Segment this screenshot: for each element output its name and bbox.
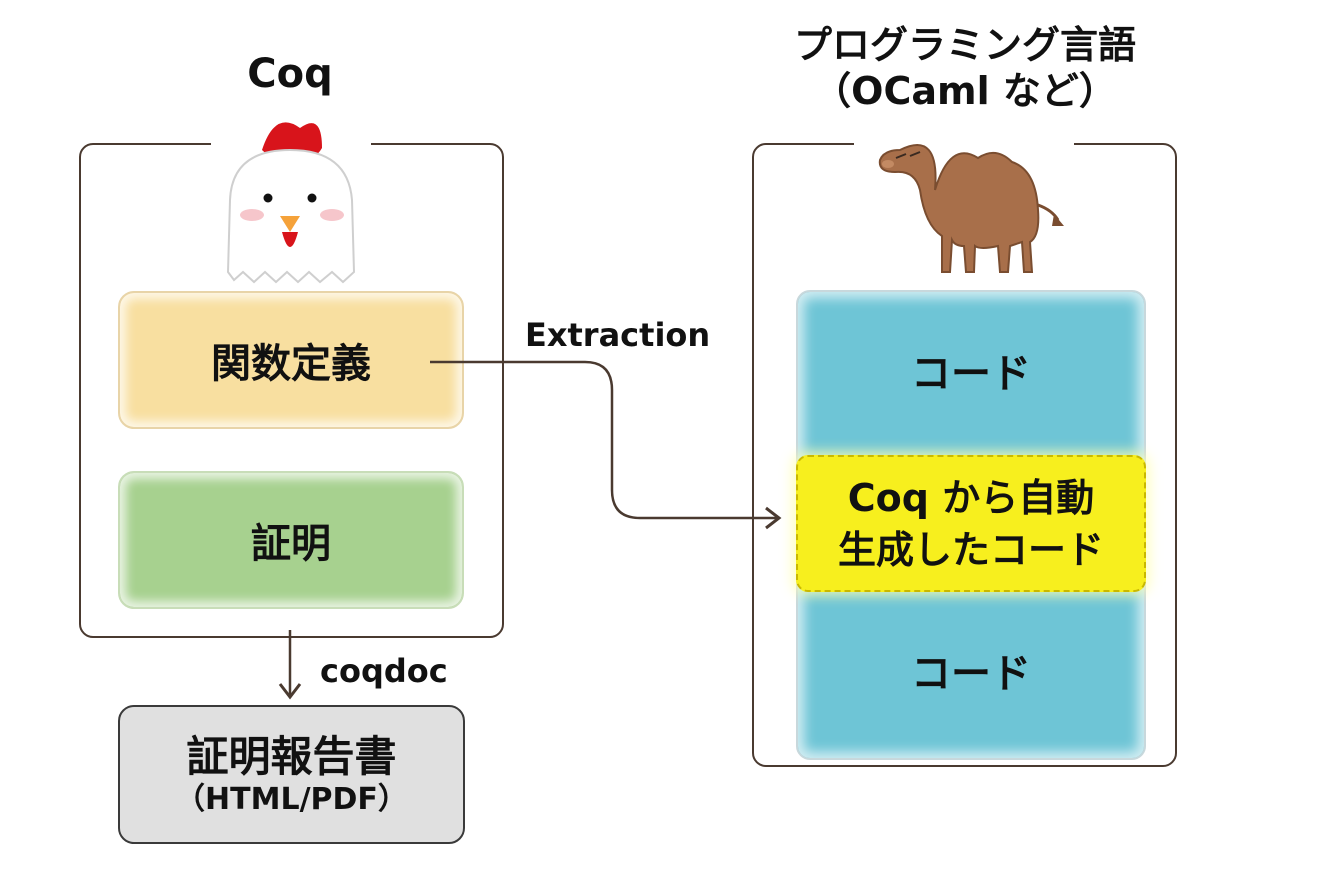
extraction-label: Extraction: [525, 316, 711, 354]
generated-code-line2: 生成したコード: [837, 527, 1104, 572]
language-frame: [752, 139, 1177, 767]
proof-box: 証明: [118, 471, 464, 609]
programming-language-title-line2: （OCaml など）: [813, 69, 1117, 113]
programming-language-title-line1: プログラミング言語: [793, 23, 1136, 67]
coqdoc-arrowhead: [278, 683, 302, 700]
code-block-top: コード: [911, 351, 1031, 397]
proof-report-title: 証明報告書: [186, 731, 397, 781]
proof-report-format: （HTML/PDF）: [175, 781, 408, 817]
proof-report-box: 証明報告書 （HTML/PDF）: [118, 705, 465, 844]
extraction-arrowhead: [765, 506, 782, 530]
code-block-bottom: コード: [911, 651, 1031, 697]
coq-title: Coq: [247, 51, 333, 97]
coqdoc-label: coqdoc: [320, 652, 448, 690]
extraction-arrow: [430, 360, 778, 520]
function-definition-box: 関数定義: [118, 291, 464, 429]
camel-icon: [878, 144, 1064, 273]
generated-code-line1: Coq から自動: [847, 475, 1095, 520]
rooster-icon: [226, 122, 356, 284]
language-frame-gap: [854, 139, 1074, 149]
programming-language-title: プログラミング言語 （OCaml など）: [730, 22, 1200, 114]
generated-code-box: Coq から自動 生成したコード: [796, 455, 1146, 592]
